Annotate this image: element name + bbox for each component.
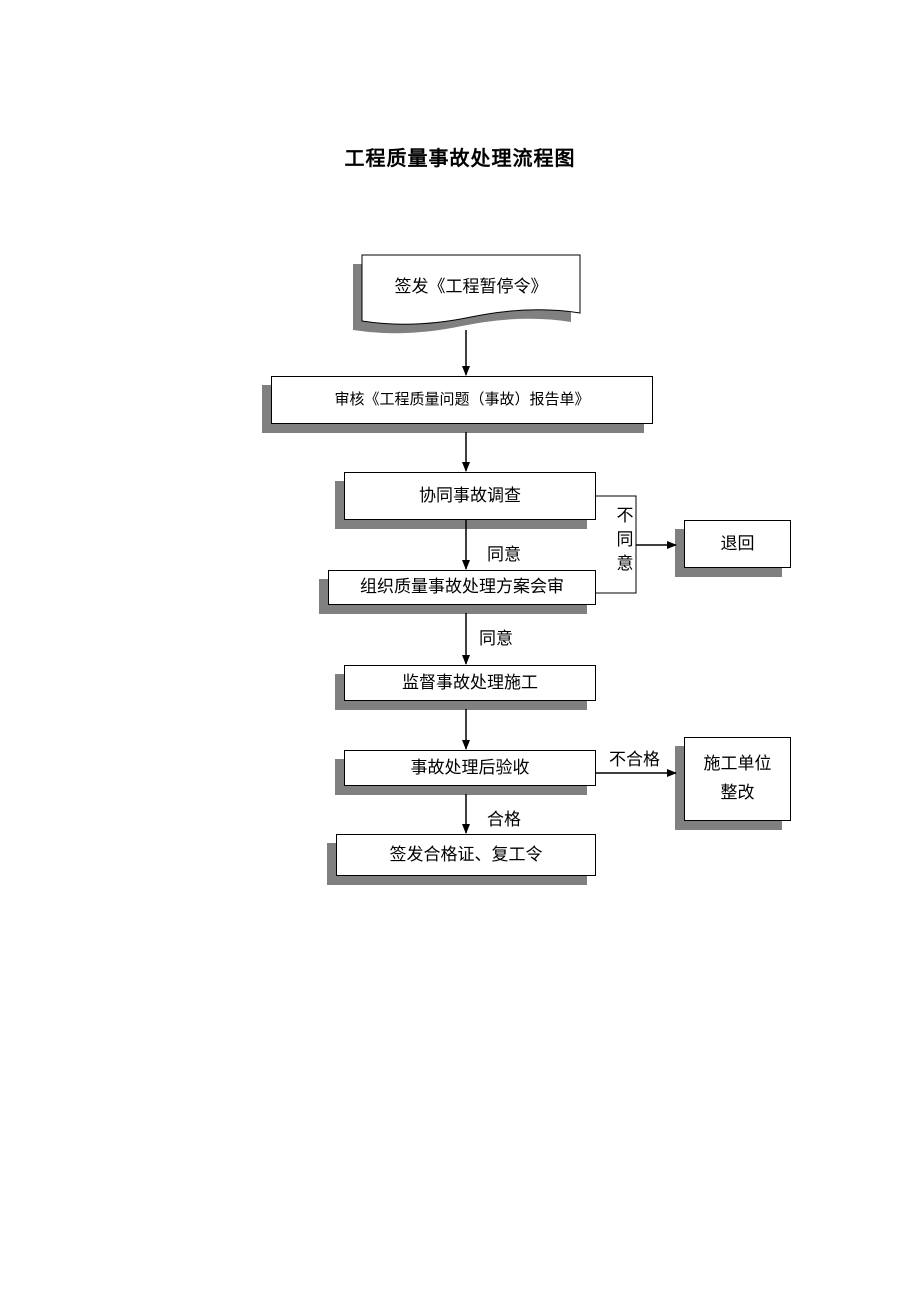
node-issue-certificate: 签发合格证、复工令 bbox=[336, 834, 596, 876]
document-shape-outline bbox=[361, 254, 581, 325]
page-title: 工程质量事故处理流程图 bbox=[344, 146, 576, 170]
node-review-report: 审核《工程质量问题（事故）报告单》 bbox=[271, 376, 653, 424]
node-rectify: 施工单位整改 bbox=[684, 737, 791, 821]
label-agree-2: 同意 bbox=[479, 629, 513, 649]
node-issue-suspension-order: 签发《工程暂停令》 bbox=[394, 276, 548, 297]
node-acceptance: 事故处理后验收 bbox=[344, 750, 596, 786]
node-supervise-construction: 监督事故处理施工 bbox=[344, 665, 596, 701]
label-qualified: 合格 bbox=[487, 810, 521, 830]
label-agree-1: 同意 bbox=[487, 545, 521, 565]
label-unqualified: 不合格 bbox=[609, 750, 660, 770]
label-disagree: 不同意 bbox=[616, 506, 634, 574]
node-return: 退回 bbox=[684, 520, 791, 568]
node-assist-investigation: 协同事故调查 bbox=[344, 472, 596, 520]
node-organize-review: 组织质量事故处理方案会审 bbox=[328, 570, 596, 605]
